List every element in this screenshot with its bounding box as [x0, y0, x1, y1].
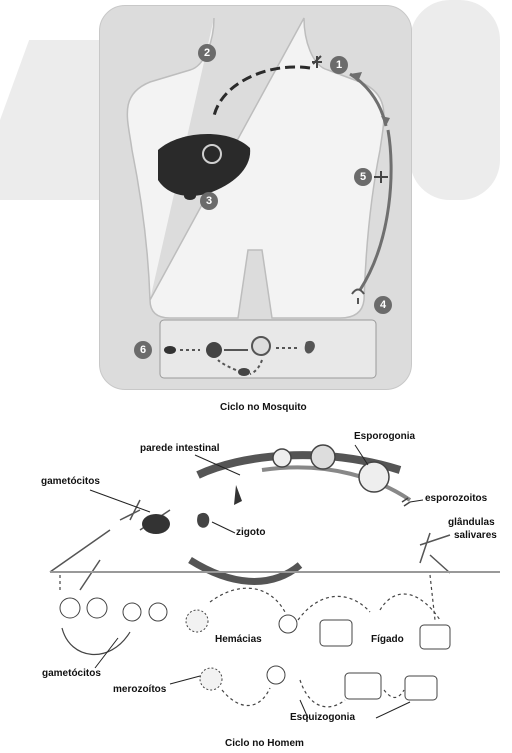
liver-cell [420, 625, 450, 649]
zygote-icon [234, 485, 242, 505]
cycle-arrow [298, 596, 370, 620]
cycle-arrow [380, 594, 440, 620]
schizont-icon [252, 337, 270, 355]
cycle-arrow [300, 680, 345, 707]
liver-cell [320, 620, 352, 646]
ookinete-cell [273, 449, 291, 467]
liver-cell [345, 673, 381, 699]
label-zigoto: zigoto [236, 527, 265, 538]
mosquito-drawing [50, 500, 170, 590]
label-figado: Fígado [371, 634, 404, 645]
oocyst-cell [311, 445, 335, 469]
blood-cell [123, 603, 141, 621]
label-glandulas: glândulas [448, 517, 495, 528]
gametocyte-cell [60, 598, 80, 618]
gametocyte-cell [87, 598, 107, 618]
step-badge-2: 2 [198, 44, 216, 62]
step-badge-5: 5 [354, 168, 372, 186]
mosquito-cycle-title: Ciclo no Mosquito [220, 402, 307, 413]
step-badge-1: 1 [330, 56, 348, 74]
pointer-line [95, 638, 118, 668]
human-cycle-title: Ciclo no Homem [225, 738, 304, 749]
oocyst-rupture-cell [359, 462, 389, 492]
mosquito-drawing [420, 533, 450, 573]
cycle-arrow [62, 628, 130, 654]
cycle-arrow [430, 575, 435, 620]
step-badge-6: 6 [134, 341, 152, 359]
blood-cell [149, 603, 167, 621]
label-hemacias: Hemácias [215, 634, 262, 645]
cycle-arrow [222, 688, 270, 706]
label-parede-intestinal: parede intestinal [140, 443, 219, 454]
cycle-arrow [384, 690, 404, 698]
label-merozoitos: merozoítos [113, 684, 166, 695]
red-cell-icon [164, 346, 176, 354]
infected-cell-icon [206, 342, 222, 358]
label-gametocitos-top: gametócitos [41, 476, 100, 487]
merozoite-icon [238, 368, 250, 376]
ring-cell [267, 666, 285, 684]
step-badge-3: 3 [200, 192, 218, 210]
gallbladder-icon [184, 192, 196, 200]
trophozoite-cell [279, 615, 297, 633]
pointer-line [170, 676, 200, 684]
merozoite-cell [200, 668, 222, 690]
label-esquizogonia: Esquizogonia [290, 712, 355, 723]
pointer-line [212, 522, 235, 533]
pointer-line [376, 702, 410, 718]
label-esporozoitos: esporozoitos [425, 493, 487, 504]
cycle-arrow [210, 588, 285, 612]
intestinal-wall-arc [190, 560, 300, 581]
mosquito-body [142, 514, 170, 534]
pointer-line [410, 500, 423, 502]
red-blood-cell [186, 610, 208, 632]
label-salivares: salivares [454, 530, 497, 541]
label-gametocitos-bottom: gametócitos [42, 668, 101, 679]
pointer-line [90, 490, 150, 512]
liver-cell [405, 676, 437, 700]
label-esporogonia: Esporogonia [354, 431, 415, 442]
step-badge-4: 4 [374, 296, 392, 314]
zygote-icon [197, 513, 209, 528]
